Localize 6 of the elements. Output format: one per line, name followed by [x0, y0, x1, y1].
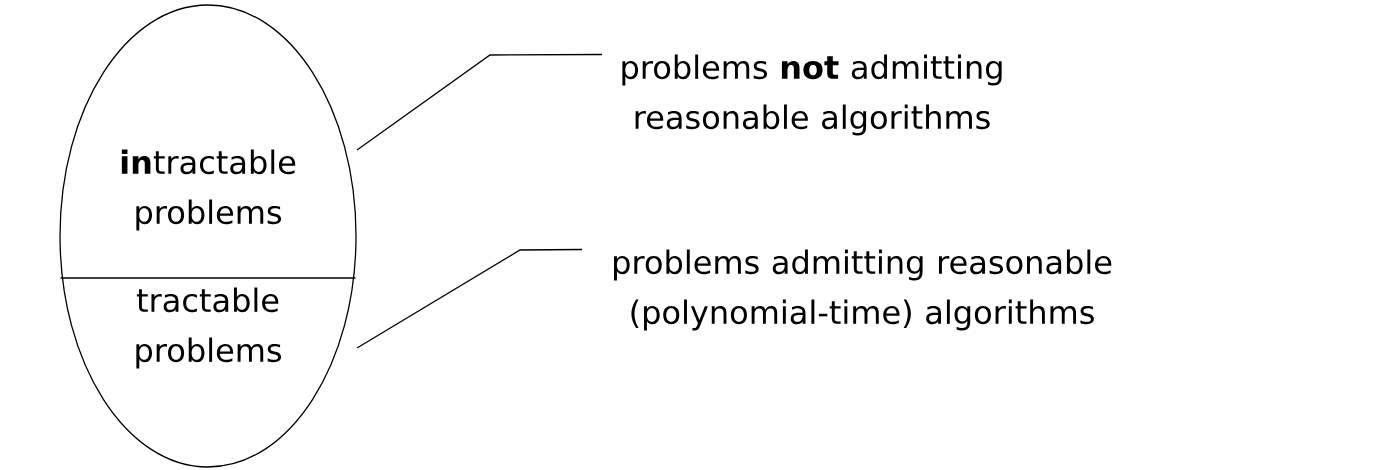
- region-label: tractable problems: [136, 287, 281, 369]
- description-text: problems not admitting reasonable algorithms: [622, 54, 1002, 136]
- description-text: problems admitting reasonable (polynomial-time) algorithms: [614, 249, 1112, 331]
- leader-line: [356, 53, 603, 151]
- region-label: intractable problems: [121, 149, 296, 231]
- leader-line: [356, 248, 583, 349]
